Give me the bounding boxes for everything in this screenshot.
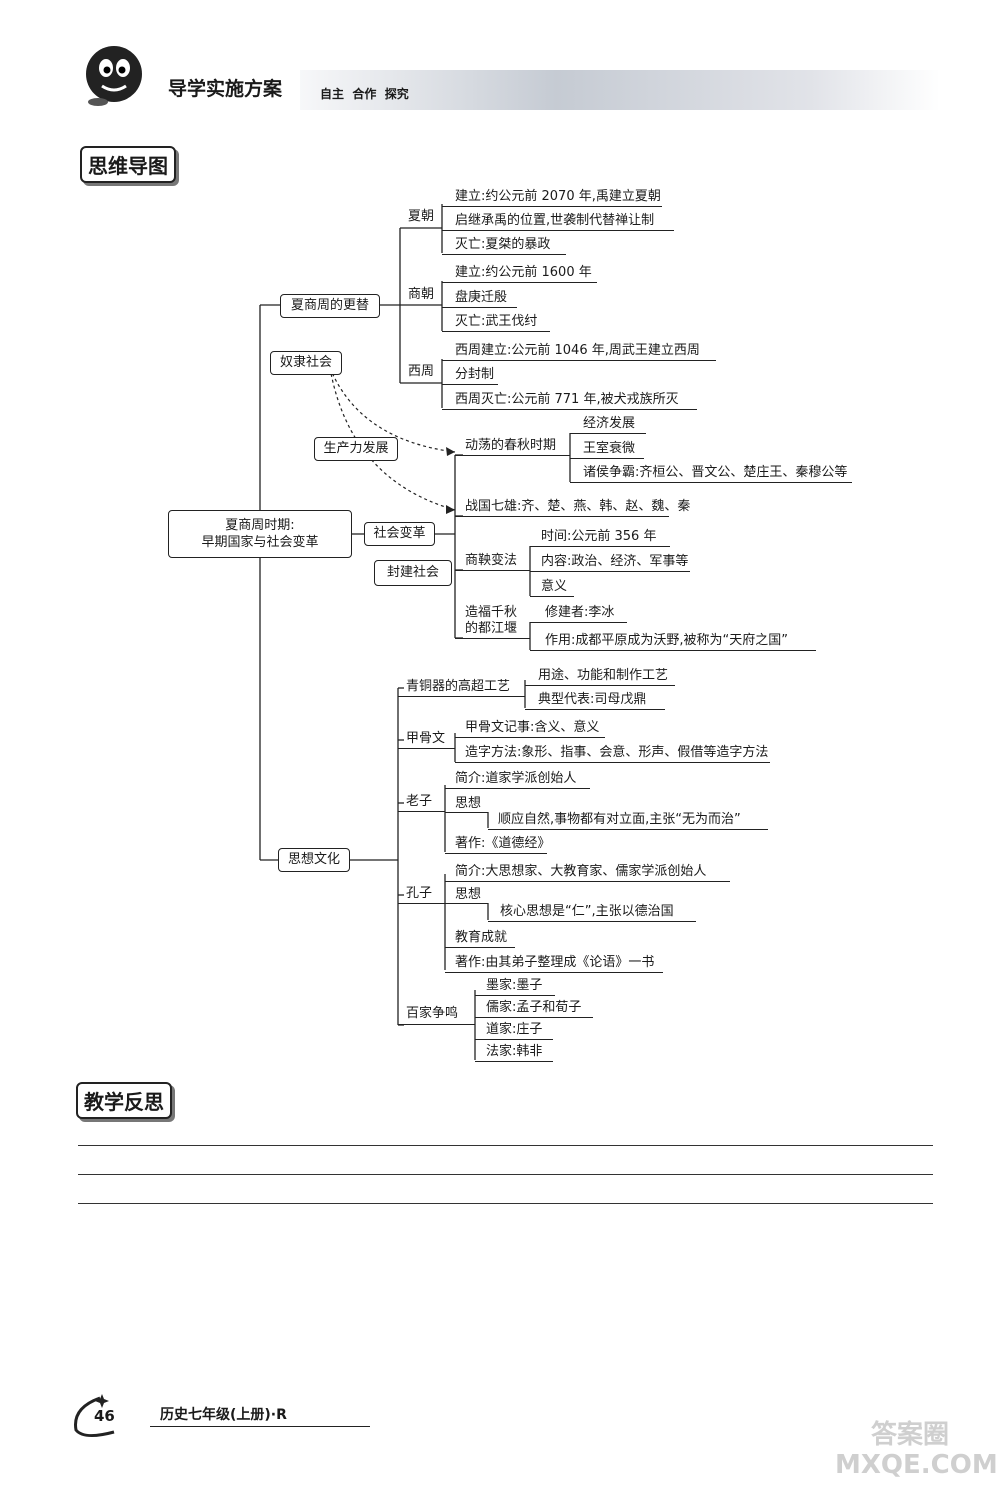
page-number: 46 [94,1407,115,1425]
kongzi-jianjie: 简介:大思想家、大教育家、儒家学派创始人 [455,864,707,879]
qingtong-item-1: 用途、功能和制作工艺 [538,668,669,683]
jiagu-item-1: 甲骨文记事:含义、意义 [465,720,600,735]
chunqiu-name: 动荡的春秋时期 [465,438,557,453]
baijia-name: 百家争鸣 [406,1006,459,1021]
watermark: 答案圈 MXQE.COM [835,1420,998,1480]
qingtong-item-2: 典型代表:司母戊鼎 [538,692,647,707]
laozi-name: 老子 [406,794,433,809]
kongzi-name: 孔子 [406,886,433,901]
header-band [300,70,940,110]
label-feudal-society: 封建社会 [374,560,452,586]
kongzi-zhuzuo: 著作:由其弟子整理成《论语》一书 [455,955,655,970]
branch-xia-shang-zhou: 夏商周的更替 [280,294,380,318]
shang-item-2: 盘庚迁殷 [455,290,508,305]
header-title: 导学实施方案 [168,78,283,100]
branch-social-change: 社会变革 [364,522,435,546]
laozi-sixiang-detail: 顺应自然,事物都有对立面,主张“无为而治” [498,812,741,827]
laozi-sixiang: 思想 [455,796,482,811]
root-line-1: 夏商周时期: [225,518,295,533]
shangyang-name: 商鞅变法 [465,553,518,568]
page-number-swoosh-icon [74,1394,115,1437]
xia-item-2: 启继承禹的位置,世袭制代替禅让制 [455,213,655,228]
shangyang-item-1: 时间:公元前 356 年 [541,529,657,544]
reflection-line-2[interactable] [78,1174,933,1175]
mindmap-connectors [168,204,571,1060]
root-line-2: 早期国家与社会变革 [201,535,319,550]
zhanguo: 战国七雄:齐、楚、燕、韩、赵、魏、秦 [465,499,691,514]
shangyang-item-3: 意义 [541,579,568,594]
dujiangyan-name-1: 造福千秋 [465,605,518,620]
dujiangyan-item-1: 修建者:李冰 [545,605,615,620]
shang-name: 商朝 [408,287,435,302]
xizhou-item-3: 西周灭亡:公元前 771 年,被犬戎族所灭 [455,392,679,407]
reflection-line-3[interactable] [78,1203,933,1204]
kongzi-sixiang: 思想 [455,887,482,902]
dujiangyan-name-2: 的都江堰 [465,621,518,636]
reflection-section-title: 教学反思 [76,1082,172,1119]
xia-item-1: 建立:约公元前 2070 年,禹建立夏朝 [455,189,661,204]
shang-item-3: 灭亡:武王伐纣 [455,314,538,329]
baijia-item-3: 道家:庄子 [486,1022,543,1037]
label-slave-society: 奴隶社会 [270,351,342,375]
kongzi-jiaoyu: 教育成就 [455,930,508,945]
jiagu-name: 甲骨文 [406,731,446,746]
mindmap-section-title: 思维导图 [80,146,176,183]
laozi-jianjie: 简介:道家学派创始人 [455,771,577,786]
dujiangyan-item-2: 作用:成都平原成为沃野,被称为“天府之国” [545,633,788,648]
baijia-item-2: 儒家:孟子和荀子 [486,1000,582,1015]
xizhou-item-2: 分封制 [455,367,495,382]
xia-name: 夏朝 [408,209,435,224]
xizhou-item-1: 西周建立:公元前 1046 年,周武王建立西周 [455,343,700,358]
branch-thought-culture: 思想文化 [278,848,350,872]
chunqiu-item-1: 经济发展 [583,416,636,431]
reflection-line-1[interactable] [78,1145,933,1146]
kongzi-sixiang-detail: 核心思想是“仁”,主张以德治国 [500,904,674,919]
book-title: 历史七年级(上册)·R [160,1407,287,1423]
baijia-item-4: 法家:韩非 [486,1044,543,1059]
shangyang-item-2: 内容:政治、经济、军事等 [541,554,689,569]
mindmap-root: 夏商周时期: 早期国家与社会变革 [168,510,352,558]
chunqiu-item-3: 诸侯争霸:齐桓公、晋文公、楚庄王、秦穆公等 [583,465,848,480]
xia-item-3: 灭亡:夏桀的暴政 [455,237,551,252]
xizhou-name: 西周 [408,364,435,379]
laozi-zhuzuo: 著作:《道德经》 [455,836,551,851]
baijia-item-1: 墨家:墨子 [486,978,543,993]
shang-item-1: 建立:约公元前 1600 年 [455,265,592,280]
qingtong-name: 青铜器的高超工艺 [406,679,511,694]
mascot-logo [86,46,142,106]
chunqiu-item-2: 王室衰微 [583,441,636,456]
label-productivity: 生产力发展 [314,437,398,461]
header-subtitle: 自主 合作 探究 [320,87,409,101]
jiagu-item-2: 造字方法:象形、指事、会意、形声、假借等造字方法 [465,745,769,760]
